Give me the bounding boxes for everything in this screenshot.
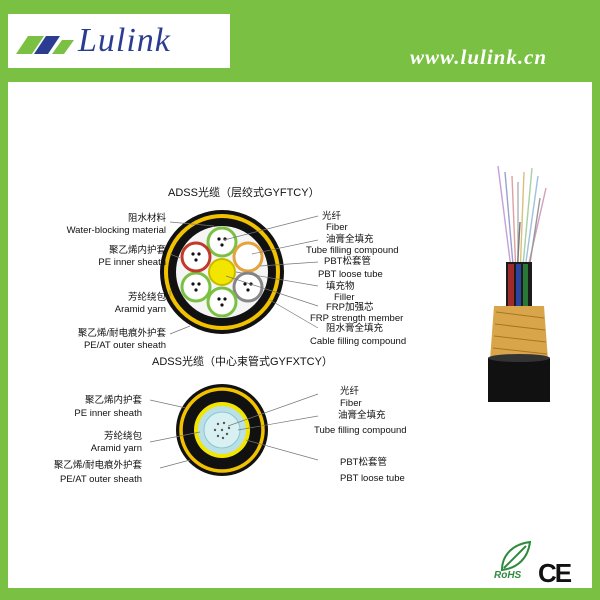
label2-tube-fill-cn: 油膏全填充 [338,410,386,421]
label-pe-inner-en: PE inner sheath [98,257,166,268]
label2-tube-fill-en: Tube filling compound [314,425,407,436]
diagram1-title: ADSS光缆（层绞式GYFTCY） [168,187,320,199]
diagram1-cross-section [160,210,319,335]
label-pbt-cn: PBT松套管 [324,256,371,267]
label-pbt-en: PBT loose tube [318,269,383,280]
label2-pbt-cn: PBT松套管 [340,457,387,468]
label-filler-en: Filler [334,292,355,303]
label-water-blocking-en: Water-blocking material [66,225,166,236]
label-filler-cn: 填充物 [326,281,355,292]
label-frp-en: FRP strength member [310,313,404,324]
label-tube-fill-cn: 油膏全填充 [326,234,374,245]
logo-stripes-icon [16,36,74,54]
ce-mark-icon: CE [538,558,572,588]
label2-pe-inner-en: PE inner sheath [74,408,142,419]
label2-pbt-en: PBT loose tube [340,473,405,484]
frame-bottom [0,588,600,600]
label2-pe-inner-cn: 聚乙烯内护套 [84,395,142,406]
diagram2-title: ADSS光缆（中心束管式GYFXTCY） [152,356,333,368]
rohs-label: RoHS [494,570,522,581]
logo[interactable]: Lulink [8,14,230,68]
header-bar: Lulink www.lulink.cn [0,0,600,82]
label-pe-inner-cn: 聚乙烯内护套 [108,245,166,256]
label-frp-cn: FRP加强芯 [326,302,374,313]
logo-text: Lulink [78,22,171,59]
website-url[interactable]: www.lulink.cn [410,45,548,69]
label2-aramid-en: Aramid yarn [90,443,142,454]
label-fiber-en: Fiber [326,222,348,233]
label-cable-fill-cn: 阻水膏全填充 [326,323,384,334]
frame-left [0,82,8,588]
label2-fiber-en: Fiber [340,398,362,409]
label-water-blocking-cn: 阻水材料 [127,213,166,224]
rohs-leaf-icon [500,540,532,572]
label-outer-sheath-cn: 聚乙烯/耐电痕外护套 [77,328,166,339]
label2-fiber-cn: 光纤 [340,386,360,397]
label-aramid-cn: 芳纶绕包 [127,292,166,303]
label-aramid-en: Aramid yarn [114,304,166,315]
label-cable-fill-en: Cable filling compound [310,336,407,347]
label2-outer-sheath-en: PE/AT outer sheath [59,474,142,485]
frame-right [592,82,600,588]
label-tube-fill-en: Tube filling compound [306,245,399,256]
label-outer-sheath-en: PE/AT outer sheath [83,340,166,351]
cable-photo [488,165,550,402]
label2-outer-sheath-cn: 聚乙烯/耐电痕外护套 [53,460,142,471]
label2-aramid-cn: 芳纶绕包 [103,431,142,442]
diagram2-cross-section [149,384,319,476]
label-fiber-cn: 光纤 [322,211,342,222]
